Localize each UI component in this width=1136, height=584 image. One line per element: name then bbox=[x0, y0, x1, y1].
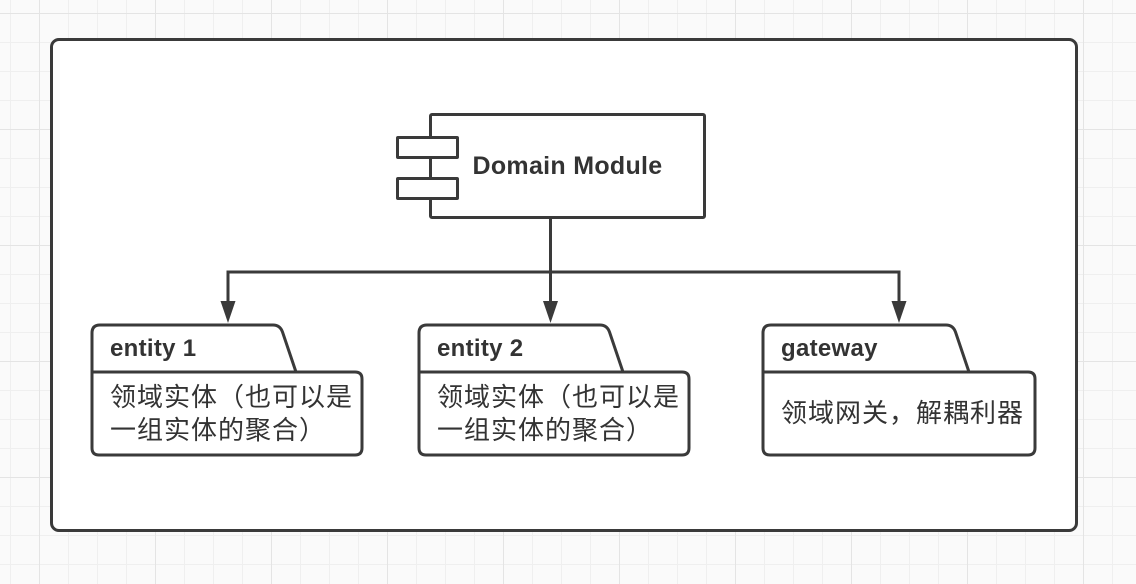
component-port-icon bbox=[396, 177, 459, 200]
node-entity-1: entity 1 领域实体（也可以是 一组实体的聚合） bbox=[90, 323, 364, 457]
arrowhead-icon bbox=[220, 301, 236, 323]
folder-shape-icon bbox=[417, 323, 691, 457]
node-description: 领域网关，解耦利器 bbox=[781, 372, 1027, 455]
folder-shape-icon bbox=[761, 323, 1037, 457]
component-label: Domain Module bbox=[472, 151, 663, 180]
node-title: gateway bbox=[781, 334, 878, 362]
node-description-line: 领域实体（也可以是 bbox=[437, 381, 681, 412]
node-description: 领域实体（也可以是 一组实体的聚合） bbox=[437, 372, 683, 455]
node-gateway: gateway 领域网关，解耦利器 bbox=[761, 323, 1037, 457]
node-description: 领域实体（也可以是 一组实体的聚合） bbox=[110, 372, 356, 455]
node-description-line: 领域网关，解耦利器 bbox=[781, 398, 1025, 428]
node-description-line: 领域实体（也可以是 bbox=[110, 381, 354, 412]
component-port-icon bbox=[396, 136, 459, 159]
folder-shape-icon bbox=[90, 323, 364, 457]
node-description-line: 一组实体的聚合） bbox=[110, 414, 327, 445]
component-box: Domain Module bbox=[429, 113, 706, 219]
node-description-line: 一组实体的聚合） bbox=[437, 414, 654, 445]
node-title: entity 2 bbox=[437, 334, 524, 362]
node-title: entity 1 bbox=[110, 334, 197, 362]
node-entity-2: entity 2 领域实体（也可以是 一组实体的聚合） bbox=[417, 323, 691, 457]
connector-line bbox=[226, 218, 901, 305]
arrowhead-icon bbox=[891, 301, 907, 323]
arrowhead-icon bbox=[543, 301, 558, 323]
